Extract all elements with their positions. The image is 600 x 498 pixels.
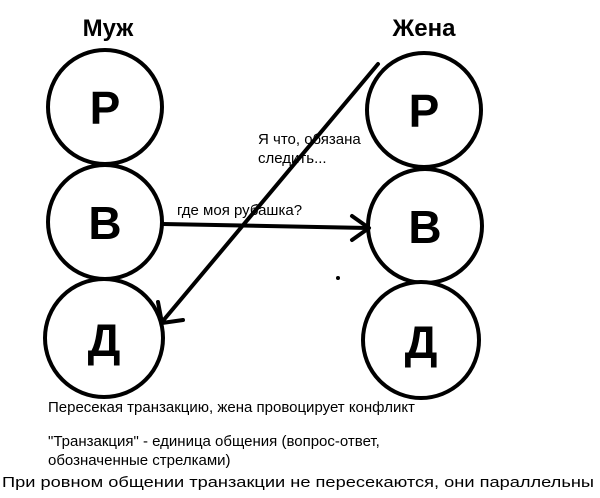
- wife-state-adult-letter: В: [408, 201, 441, 253]
- husband-state-parent-letter: Р: [90, 82, 121, 134]
- caption-parallel-transactions: При ровном общении транзакции не пересек…: [2, 474, 594, 491]
- husband-state-child: Д: [43, 277, 165, 399]
- wife-column-title: Жена: [392, 15, 457, 42]
- wife-state-child-letter: Д: [405, 316, 438, 368]
- wife-state-adult: В: [366, 167, 484, 285]
- husband-column-title: Муж: [83, 15, 135, 42]
- caption-transaction-definition-cont: обозначенные стрелками): [48, 452, 231, 469]
- wife-state-parent-letter: Р: [409, 85, 440, 137]
- wife-reply-label-line2: следить...: [258, 150, 327, 167]
- caption-transaction-definition: "Транзакция" - единица общения (вопрос-о…: [48, 433, 380, 450]
- arrow-wife-to-husband: [156, 62, 380, 325]
- arrow-husband-to-wife: [161, 214, 371, 242]
- wife-state-child: Д: [361, 280, 481, 400]
- husband-question-label: где моя рубашка?: [177, 202, 302, 219]
- wife-reply-label-line1: Я что, обязана: [258, 131, 361, 148]
- stray-dot: [336, 276, 340, 280]
- caption-crossed-transaction: Пересекая транзакцию, жена провоцирует к…: [48, 399, 415, 416]
- husband-state-adult: В: [46, 163, 164, 281]
- wife-state-parent: Р: [365, 51, 483, 169]
- husband-state-adult-letter: В: [88, 197, 121, 249]
- husband-state-child-letter: Д: [88, 314, 121, 366]
- husband-state-parent: Р: [46, 48, 164, 166]
